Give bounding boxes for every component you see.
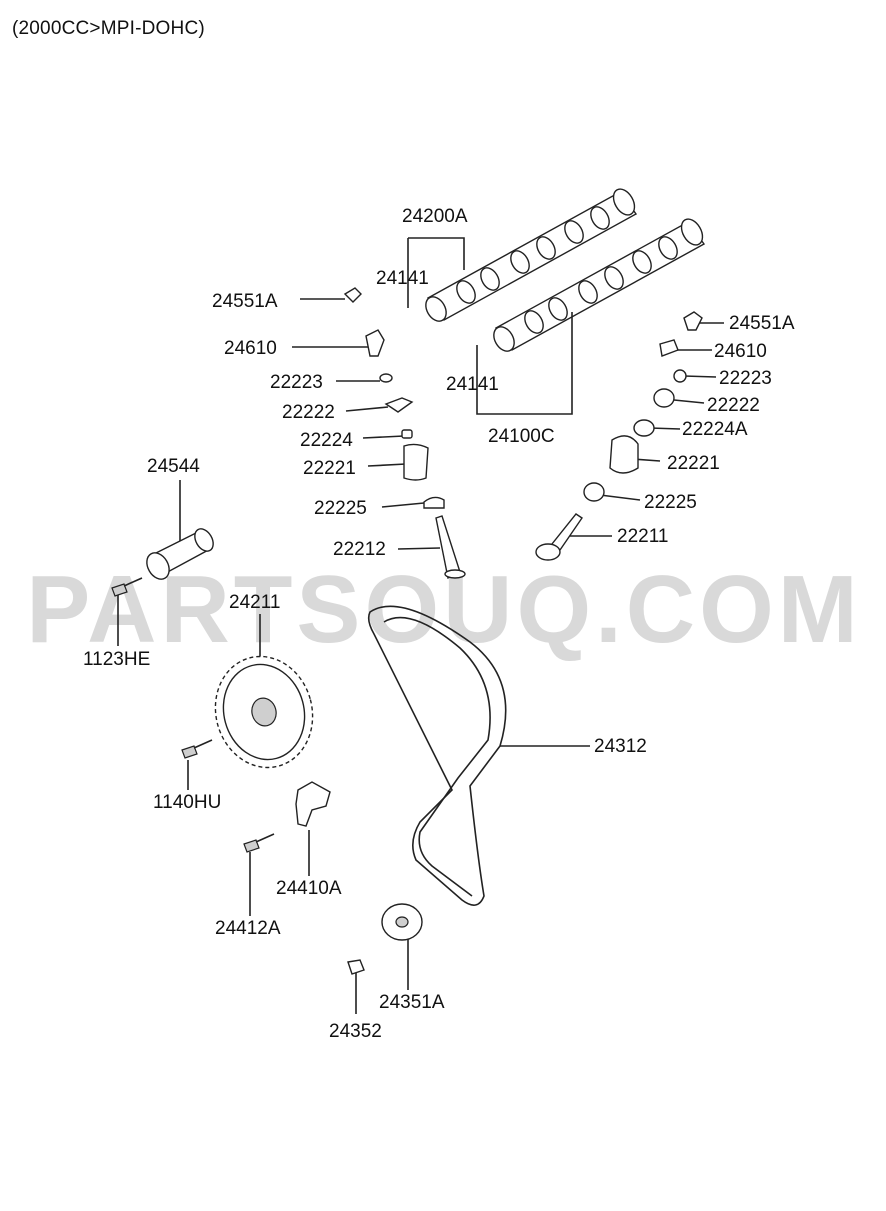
- bolts[interactable]: [111, 577, 365, 975]
- label-24141-upper[interactable]: 24141: [376, 268, 429, 289]
- camshaft-upper[interactable]: [422, 185, 639, 324]
- label-24551A-right[interactable]: 24551A: [729, 313, 795, 334]
- diagram-title: (2000CC>MPI-DOHC): [12, 18, 205, 39]
- label-24412A[interactable]: 24412A: [215, 918, 281, 939]
- leader-lines: [117, 237, 724, 1014]
- label-22211[interactable]: 22211: [617, 526, 669, 547]
- timing-belt-24312[interactable]: [367, 605, 507, 906]
- label-24544[interactable]: 24544: [147, 456, 200, 477]
- cam-sprocket-24211[interactable]: [203, 645, 325, 778]
- label-24200A[interactable]: 24200A: [402, 206, 468, 227]
- crank-sprocket-24351A[interactable]: [381, 903, 423, 941]
- valve-parts-right[interactable]: [535, 311, 703, 561]
- label-22222-right[interactable]: 22222: [707, 395, 760, 416]
- label-22221-left[interactable]: 22221: [303, 458, 356, 479]
- valve-parts-left[interactable]: [343, 287, 466, 580]
- label-24141-lower[interactable]: 24141: [446, 374, 499, 395]
- label-24100C[interactable]: 24100C: [488, 426, 555, 447]
- label-1140HU[interactable]: 1140HU: [153, 792, 222, 813]
- label-22212[interactable]: 22212: [333, 539, 386, 560]
- label-22222-left[interactable]: 22222: [282, 402, 335, 423]
- label-22223-right[interactable]: 22223: [719, 368, 772, 389]
- label-22225-right[interactable]: 22225: [644, 492, 697, 513]
- label-22221-right[interactable]: 22221: [667, 453, 720, 474]
- label-24410A[interactable]: 24410A: [276, 878, 342, 899]
- label-24351A[interactable]: 24351A: [379, 992, 445, 1013]
- sleeve-24544[interactable]: [142, 526, 217, 584]
- label-22224A[interactable]: 22224A: [682, 419, 748, 440]
- label-24551A-left[interactable]: 24551A: [212, 291, 278, 312]
- label-22223-left[interactable]: 22223: [270, 372, 323, 393]
- idler-24410A[interactable]: [295, 781, 331, 827]
- label-22224[interactable]: 22224: [300, 430, 353, 451]
- label-24610-left[interactable]: 24610: [224, 338, 277, 359]
- label-24211[interactable]: 24211: [229, 592, 281, 613]
- label-24312[interactable]: 24312: [594, 736, 647, 757]
- label-22225-left[interactable]: 22225: [314, 498, 367, 519]
- label-1123HE[interactable]: 1123HE: [83, 649, 151, 670]
- camshaft-lower[interactable]: [490, 215, 707, 354]
- label-24352[interactable]: 24352: [329, 1021, 382, 1042]
- label-24610-right[interactable]: 24610: [714, 341, 767, 362]
